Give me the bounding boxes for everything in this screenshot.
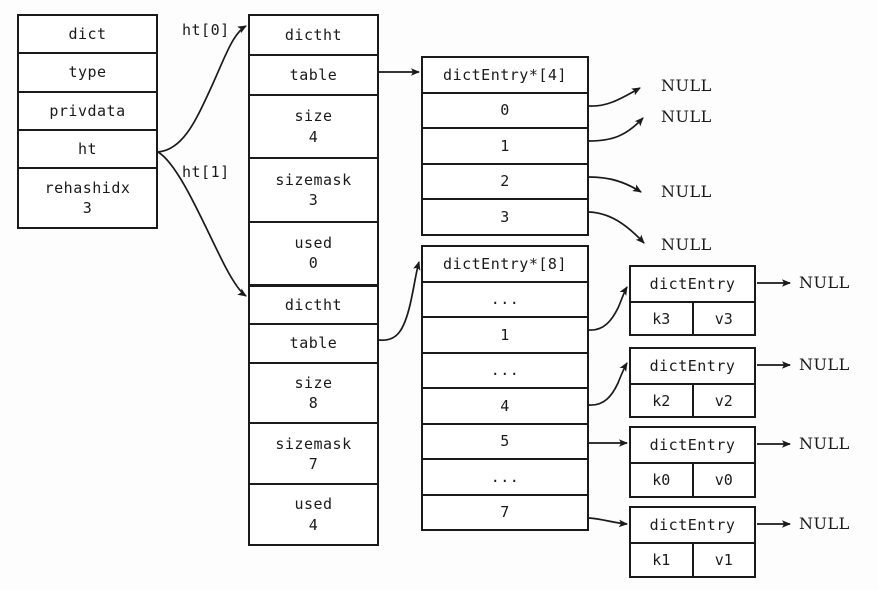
dictht0-field-sizemask-value: 3: [308, 190, 319, 209]
hash-table-4-header: dictEntry*[4]: [423, 58, 587, 94]
null-label-entry-1-next: NULL: [799, 355, 850, 374]
pointer-label-ht0: ht[0]: [182, 21, 230, 39]
dictht0-field-sizemask: sizemask 3: [250, 159, 377, 223]
dictht0-field-used-label: used: [294, 234, 333, 253]
dictht1-field-size-value: 8: [308, 393, 319, 412]
dict-field-rehashidx-label: rehashidx: [44, 178, 131, 197]
dictht1-field-sizemask-value: 7: [308, 454, 319, 473]
arrow-slot8-7-entry3: [588, 517, 628, 528]
dictht1-field-dictht: dictht: [250, 287, 377, 326]
dictht1-field-table-label: table: [289, 334, 338, 353]
dictht1-field-sizemask-label: sizemask: [275, 434, 352, 453]
dictht0-field-dictht-label: dictht: [284, 25, 343, 44]
dictht0-field-size: size 4: [250, 95, 377, 160]
arrow-slot4-1-null: [588, 117, 644, 142]
hash-table-4-slot-2: 2: [423, 164, 587, 201]
dict-field-rehashidx: rehashidx 3: [19, 169, 156, 227]
null-label-table4-slot3: NULL: [661, 235, 712, 254]
dictht0-field-size-label: size: [294, 107, 333, 126]
dict-field-ht-label: ht: [77, 139, 98, 158]
hash-table-4-box: dictEntry*[4] 0 1 2 3: [421, 56, 589, 236]
dict-entry-node-3: dictEntry k1 v1: [629, 506, 756, 578]
hash-table-8-slot-6: 7: [423, 495, 587, 529]
dict-entry-node-3-value: v1: [714, 551, 733, 569]
hash-table-4-slot-1: 1: [423, 129, 587, 165]
dictht0-field-used: used 0: [250, 222, 377, 285]
hash-table-8-slot-5: ...: [423, 460, 587, 496]
dict-entry-node-3-kv: k1 v1: [631, 544, 754, 576]
dict-entry-node-1-key: k2: [631, 385, 694, 416]
dict-entry-node-2-kv: k0 v0: [631, 464, 754, 496]
dict-entry-node-2-value: v0: [714, 471, 733, 489]
dictht1-field-size: size 8: [250, 363, 377, 425]
dict-entry-node-2: dictEntry k0 v0: [629, 426, 756, 498]
null-label-entry-3-next: NULL: [799, 514, 850, 533]
dictht1-field-used-label: used: [294, 495, 333, 514]
dict-entry-node-1-title: dictEntry: [631, 349, 754, 385]
null-label-table4-slot0: NULL: [661, 76, 712, 95]
hash-table-4-slot-0: 0: [423, 93, 587, 130]
dict-struct-box: dict type privdata ht rehashidx 3: [17, 14, 158, 229]
arrow-slot8-1-entry0: [588, 286, 628, 331]
dict-entry-node-2-title: dictEntry: [631, 428, 754, 464]
dictht0-field-table: table: [250, 55, 377, 96]
hash-table-8-header: dictEntry*[8]: [423, 247, 587, 283]
dict-entry-node-0: dictEntry k3 v3: [629, 265, 756, 336]
dict-entry-node-1-value: v2: [714, 391, 733, 410]
dict-field-privdata: privdata: [19, 92, 156, 131]
null-label-table4-slot2: NULL: [661, 182, 712, 201]
dict-field-type-label: type: [68, 63, 107, 82]
arrow-slot8-4-entry1: [588, 362, 628, 406]
hash-table-8-slot-2: ...: [423, 353, 587, 389]
dict-field-rehashidx-value: 3: [82, 199, 93, 217]
dict-entry-node-0-kv: k3 v3: [631, 303, 754, 334]
pointer-label-ht1: ht[1]: [182, 163, 230, 181]
arrow-ht0: [157, 25, 247, 153]
dictht1-field-used: used 4: [250, 485, 377, 544]
hash-table-8-slot-1: 1: [423, 318, 587, 354]
arrow-slot4-2-null: [588, 176, 642, 193]
null-label-table4-slot1: NULL: [661, 107, 712, 126]
dict-entry-node-2-key: k0: [631, 464, 694, 496]
arrow-table1: [378, 261, 421, 341]
dict-entry-node-0-value: v3: [714, 309, 733, 328]
hash-table-8-slot-3: 4: [423, 389, 587, 425]
dictht0-field-dictht: dictht: [250, 16, 377, 56]
null-label-entry-0-next: NULL: [799, 273, 850, 292]
arrow-slot4-3-null: [588, 211, 645, 244]
dict-entry-node-0-title: dictEntry: [631, 267, 754, 303]
dict-entry-node-1: dictEntry k2 v2: [629, 347, 756, 418]
arrow-slot4-0-null: [588, 87, 641, 107]
dictht0-field-used-value: 0: [308, 254, 319, 273]
dictht1-field-sizemask: sizemask 7: [250, 424, 377, 486]
dictht0-field-table-label: table: [289, 65, 338, 84]
dict-field-dict-label: dict: [68, 25, 107, 43]
dict-entry-node-3-key: k1: [631, 544, 694, 576]
null-label-entry-2-next: NULL: [799, 434, 850, 453]
dict-field-dict: dict: [19, 16, 156, 55]
dict-field-ht: ht: [19, 130, 156, 169]
dict-field-privdata-label: privdata: [49, 101, 126, 120]
dictht1-box: dictht table size 8 sizemask 7 used 4: [248, 285, 379, 546]
hash-table-8-slot-0: ...: [423, 282, 587, 318]
dictht1-field-dictht-label: dictht: [284, 296, 343, 315]
hash-table-4-slot-3: 3: [423, 200, 587, 234]
dictht1-field-size-label: size: [294, 373, 333, 392]
dictht0-box: dictht table size 4 sizemask 3 used 0: [248, 14, 379, 286]
dictht0-field-sizemask-label: sizemask: [275, 170, 352, 189]
dict-entry-node-1-kv: k2 v2: [631, 385, 754, 416]
dict-entry-node-0-key: k3: [631, 303, 694, 334]
dict-entry-node-3-title: dictEntry: [631, 508, 754, 544]
hash-table-8-box: dictEntry*[8] ... 1 ... 4 5 ... 7: [421, 245, 589, 531]
dictht1-field-table: table: [250, 325, 377, 364]
hash-table-8-slot-4: 5: [423, 424, 587, 460]
dictht0-field-size-value: 4: [308, 127, 319, 146]
dict-field-type: type: [19, 54, 156, 93]
dictht1-field-used-value: 4: [308, 515, 319, 534]
